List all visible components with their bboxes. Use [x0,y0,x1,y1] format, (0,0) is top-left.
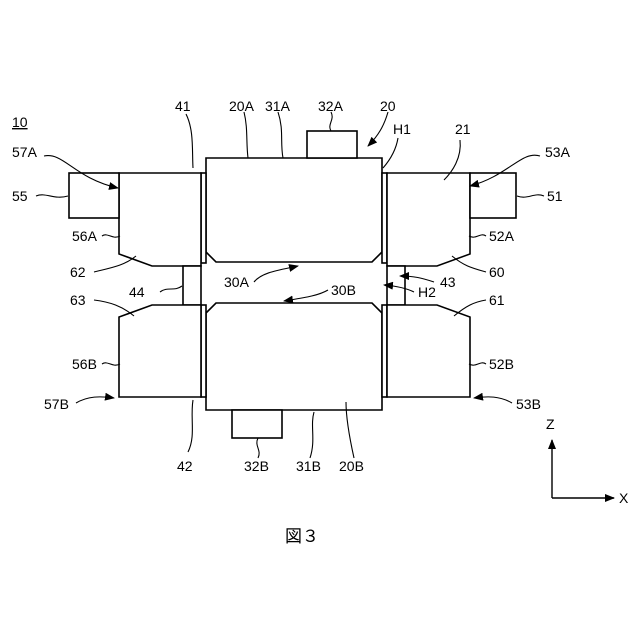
label-56A: 56A [72,228,98,244]
label-20: 20 [380,98,396,114]
leader-30B [284,290,328,301]
label-53A: 53A [545,144,571,160]
label-H2: H2 [418,284,436,300]
label-52B: 52B [489,356,514,372]
label-57B: 57B [44,396,69,412]
label-62: 62 [70,264,86,280]
part-32B [232,410,282,438]
label-42: 42 [177,458,193,474]
leader-55 [36,195,68,197]
part-left-upper-block [119,173,201,266]
label-43: 43 [440,274,456,290]
leader-31A [278,112,283,158]
leader-44 [160,286,182,292]
leader-53B [474,397,512,403]
leader-41 [186,114,193,168]
label-61: 61 [489,292,505,308]
label-52A: 52A [489,228,515,244]
leader-20A [244,112,248,158]
label-57A: 57A [12,144,38,160]
part-20B [206,303,382,410]
part-44 [183,266,201,305]
leader-32B [257,438,259,458]
label-41: 41 [175,98,191,114]
label-32B: 32B [244,458,269,474]
part-21 [387,173,470,266]
part-51 [470,173,516,218]
leader-30A [254,266,298,282]
axis-z-label: Z [546,416,555,432]
axis-x-label: X [619,490,629,506]
leader-20 [368,112,388,146]
label-20B: 20B [339,458,364,474]
label-31A: 31A [265,98,291,114]
label-21: 21 [455,121,471,137]
part-20A [206,158,382,262]
label-51: 51 [547,188,563,204]
label-53B: 53B [516,396,541,412]
label-assembly-10: 10 [12,114,28,130]
label-44: 44 [129,284,145,300]
label-55: 55 [12,188,28,204]
part-32A [307,131,357,158]
label-30B: 30B [331,282,356,298]
leader-51 [517,195,544,197]
leader-56B [102,363,120,365]
label-60: 60 [489,264,505,280]
label-31B: 31B [296,458,321,474]
leader-52A [469,235,486,237]
leader-57B [76,397,114,403]
figure-caption: 図３ [285,527,319,546]
part-left-lower-block [119,305,201,397]
label-56B: 56B [72,356,97,372]
leader-52B [469,363,486,365]
leader-42 [188,400,193,452]
leader-32A [330,112,332,131]
leader-56A [102,235,120,237]
label-63: 63 [70,292,86,308]
leader-H1 [383,138,398,168]
label-32A: 32A [318,98,344,114]
part-right-lower-block [387,305,470,397]
label-H1: H1 [393,121,411,137]
label-30A: 30A [224,274,250,290]
label-20A: 20A [229,98,255,114]
leader-31B [310,412,314,458]
